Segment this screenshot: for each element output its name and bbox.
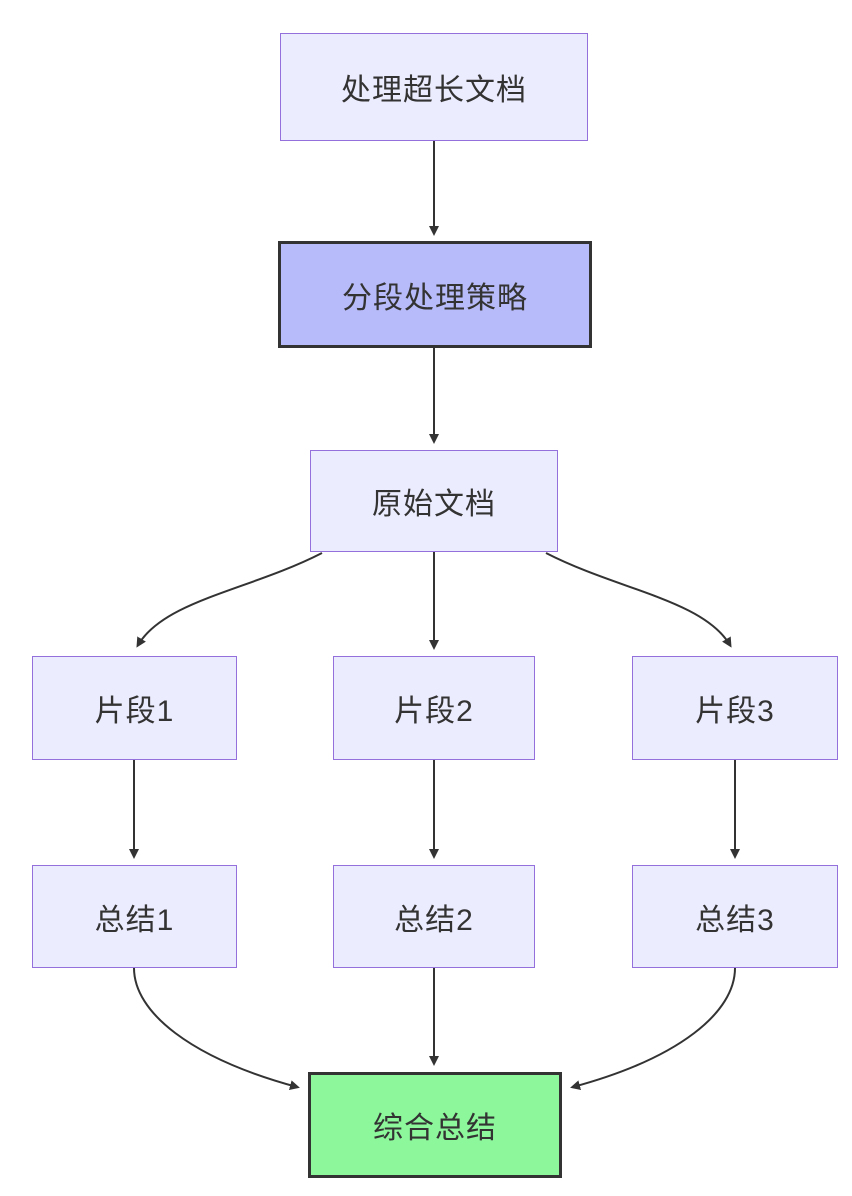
node-segment-1[interactable]: 片段1: [32, 656, 237, 760]
node-original-doc[interactable]: 原始文档: [310, 450, 558, 552]
node-summary-2[interactable]: 总结2: [333, 865, 535, 968]
node-summary-1[interactable]: 总结1: [32, 865, 237, 968]
node-label: 片段3: [695, 695, 775, 728]
node-combined-summary[interactable]: 综合总结: [308, 1072, 562, 1178]
node-label: 原始文档: [372, 488, 496, 521]
node-label: 总结1: [94, 903, 175, 937]
node-segment-2[interactable]: 片段2: [333, 656, 535, 760]
node-process-long-doc[interactable]: 处理超长文档: [280, 33, 588, 141]
node-label: 分段处理策略: [342, 281, 528, 315]
edge-sum3-final: [570, 967, 736, 1090]
node-label: 处理超长文档: [341, 74, 527, 107]
node-label: 总结2: [394, 903, 474, 937]
edge-doc-seg1: [136, 552, 323, 648]
node-segment-strategy[interactable]: 分段处理策略: [278, 241, 592, 348]
edge-doc-seg3: [545, 552, 732, 648]
node-label: 片段2: [394, 695, 474, 728]
node-segment-3[interactable]: 片段3: [632, 656, 838, 760]
edge-sum1-final: [133, 967, 300, 1090]
node-label: 综合总结: [373, 1112, 497, 1145]
node-label: 片段1: [94, 695, 175, 728]
node-label: 总结3: [695, 903, 775, 937]
node-summary-3[interactable]: 总结3: [632, 865, 838, 968]
